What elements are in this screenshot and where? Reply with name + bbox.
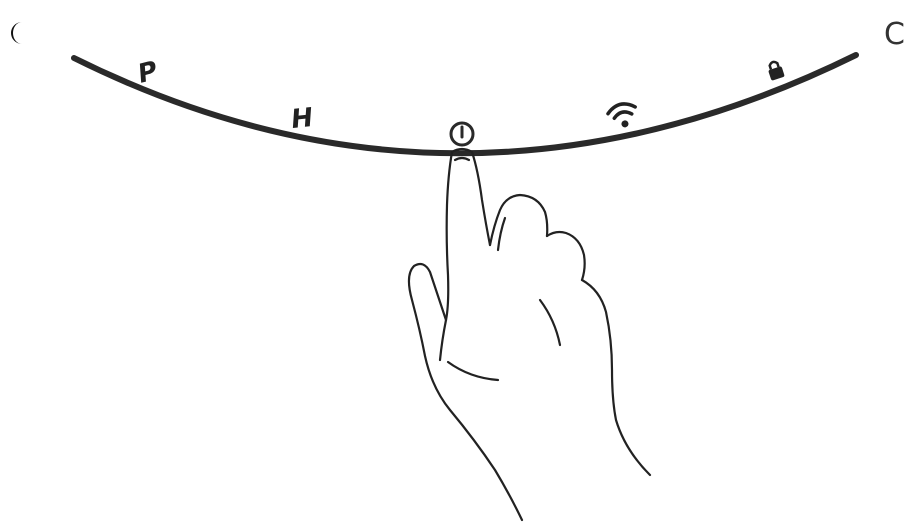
lock-icon xyxy=(766,60,785,81)
power-icon[interactable] xyxy=(451,123,473,145)
slider-mark-p-label: P xyxy=(137,58,157,89)
pointing-hand-icon xyxy=(409,149,650,520)
slider-mark-h-label: H xyxy=(290,105,313,134)
crescent-moon-icon xyxy=(6,20,30,46)
wifi-icon xyxy=(607,101,640,131)
open-circle-icon: C xyxy=(884,20,905,50)
